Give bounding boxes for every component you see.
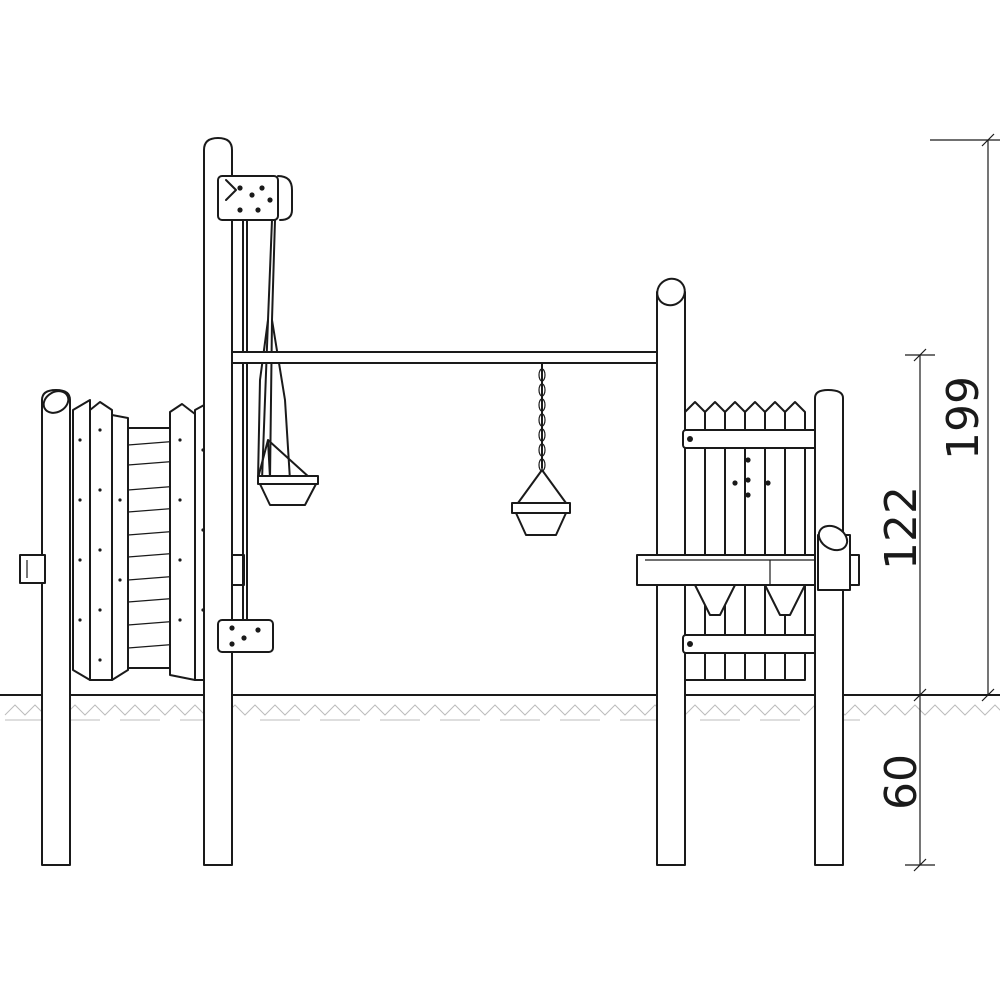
pulley-rope [242,219,291,621]
slide-post [817,524,851,591]
pulley-bucket [257,439,319,506]
pulley-bracket-bottom [217,619,274,653]
plank [169,403,196,681]
plank [72,399,91,681]
left-post [41,389,71,866]
dimension-label-above-ground: 122 [876,486,927,570]
dimension-below-ground: 60 [876,695,935,872]
dimension-total: 199 [930,133,1000,702]
chain-bucket [511,362,571,536]
dimension-label-total: 199 [938,376,989,460]
ground-pattern [4,704,1000,721]
left-climbing-wall [19,389,213,866]
top-beam [231,351,658,364]
pulley-bracket-top [217,175,293,221]
tall-post [203,137,245,866]
dimension-label-below-ground: 60 [876,754,927,810]
dimension-above-ground: 122 [876,348,935,702]
short-post [814,389,844,866]
right-fence-panel [682,401,834,681]
plank [111,414,129,681]
plank [89,401,113,681]
